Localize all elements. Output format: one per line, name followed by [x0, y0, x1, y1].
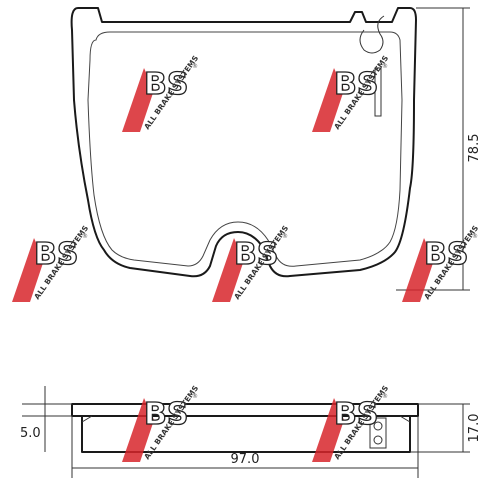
watermark-red-triangle: [12, 238, 44, 302]
watermark-logo-text: BS: [34, 237, 78, 272]
watermark-red-triangle: [122, 68, 154, 132]
abs-watermark-logo: BS®ALL BRAKE SYSTEMS: [122, 384, 200, 462]
watermark-registered-mark: ®: [82, 233, 88, 240]
sensor-pin: [374, 67, 382, 117]
watermark-registered-mark: ®: [472, 233, 478, 240]
watermark-registered-mark: ®: [382, 63, 388, 70]
abs-watermark-logo: BS®ALL BRAKE SYSTEMS: [402, 224, 480, 302]
watermark-logo-text: BS: [144, 397, 188, 432]
dim-thickness-label: 17.0: [467, 414, 482, 443]
dim-width-label: 97.0: [231, 452, 260, 467]
abs-watermark-logo: BS®ALL BRAKE SYSTEMS: [312, 54, 390, 132]
watermark-registered-mark: ®: [192, 63, 198, 70]
watermark-registered-mark: ®: [192, 393, 198, 400]
dim-height-label: 78.5: [467, 134, 482, 163]
watermark-registered-mark: ®: [282, 233, 288, 240]
dim-plate-label: 5.0: [20, 426, 41, 441]
watermark-red-triangle: [212, 238, 244, 302]
watermark-registered-mark: ®: [382, 393, 388, 400]
watermark-red-triangle: [312, 398, 344, 462]
watermark-logo-text: BS: [334, 397, 378, 432]
watermark-logo-text: BS: [334, 67, 378, 102]
abs-watermark-logo: BS®ALL BRAKE SYSTEMS: [12, 224, 90, 302]
sensor-clip: [359, 15, 385, 54]
watermark-red-triangle: [402, 238, 434, 302]
abs-watermark-logo: BS®ALL BRAKE SYSTEMS: [122, 54, 200, 132]
side-sensor-circle-2: [373, 435, 383, 445]
pad-outer-outline: [70, 7, 417, 278]
watermark-red-triangle: [122, 398, 154, 462]
pad-friction-outline: [87, 31, 403, 267]
watermark-logo-text: BS: [144, 67, 188, 102]
abs-watermark-logo: BS®ALL BRAKE SYSTEMS: [312, 384, 390, 462]
watermark-logo-text: BS: [424, 237, 468, 272]
pad-side-view: [71, 403, 419, 453]
side-sensor-circle-1: [373, 421, 383, 431]
watermark-red-triangle: [312, 68, 344, 132]
watermark-logo-text: BS: [234, 237, 278, 272]
